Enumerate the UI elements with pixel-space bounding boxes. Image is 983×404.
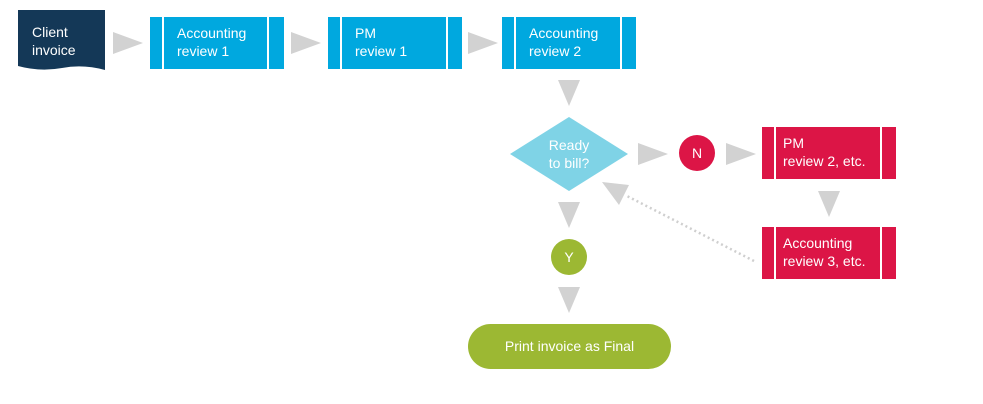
- pm-review-2-line2: review 2, etc.: [783, 153, 865, 169]
- arrow-yes-to-print: [558, 287, 580, 313]
- arrow-no-to-pm-2: [726, 143, 756, 165]
- pm-review-1-line2: review 1: [355, 43, 407, 59]
- accounting-review-1-line1: Accounting: [177, 25, 246, 41]
- node-client-invoice: Client invoice: [18, 10, 105, 70]
- pm-review-2-line1: PM: [783, 135, 804, 151]
- node-no: N: [679, 135, 715, 171]
- dotted-return-arrow: [602, 182, 755, 263]
- client-invoice-line1: Client: [32, 24, 68, 40]
- node-pm-review-2: PM review 2, etc.: [762, 127, 896, 179]
- accounting-review-1-line2: review 1: [177, 43, 229, 59]
- node-accounting-review-1: Accounting review 1: [150, 17, 284, 69]
- node-ready-to-bill: Ready to bill?: [510, 117, 628, 191]
- accounting-review-2-line2: review 2: [529, 43, 581, 59]
- arrow-decision-to-no: [638, 143, 668, 165]
- accounting-review-3-line2: review 3, etc.: [783, 253, 865, 269]
- arrow-pm-1-to-accounting-2: [468, 32, 498, 54]
- arrow-client-to-accounting-1: [113, 32, 143, 54]
- arrow-accounting-1-to-pm-1: [291, 32, 321, 54]
- yes-label: Y: [564, 249, 574, 265]
- print-invoice-label: Print invoice as Final: [505, 338, 634, 354]
- pm-review-1-line1: PM: [355, 25, 376, 41]
- ready-to-bill-line2: to bill?: [549, 155, 590, 171]
- node-accounting-review-3: Accounting review 3, etc.: [762, 227, 896, 279]
- node-print-invoice: Print invoice as Final: [468, 324, 671, 369]
- accounting-review-3-line1: Accounting: [783, 235, 852, 251]
- arrow-decision-to-yes: [558, 202, 580, 228]
- ready-to-bill-line1: Ready: [549, 137, 589, 153]
- node-pm-review-1: PM review 1: [328, 17, 462, 69]
- node-yes: Y: [551, 239, 587, 275]
- arrow-pm-2-to-accounting-3: [818, 191, 840, 217]
- no-label: N: [692, 145, 702, 161]
- arrow-accounting-2-to-decision: [558, 80, 580, 106]
- accounting-review-2-line1: Accounting: [529, 25, 598, 41]
- client-invoice-line2: invoice: [32, 42, 76, 58]
- node-accounting-review-2: Accounting review 2: [502, 17, 636, 69]
